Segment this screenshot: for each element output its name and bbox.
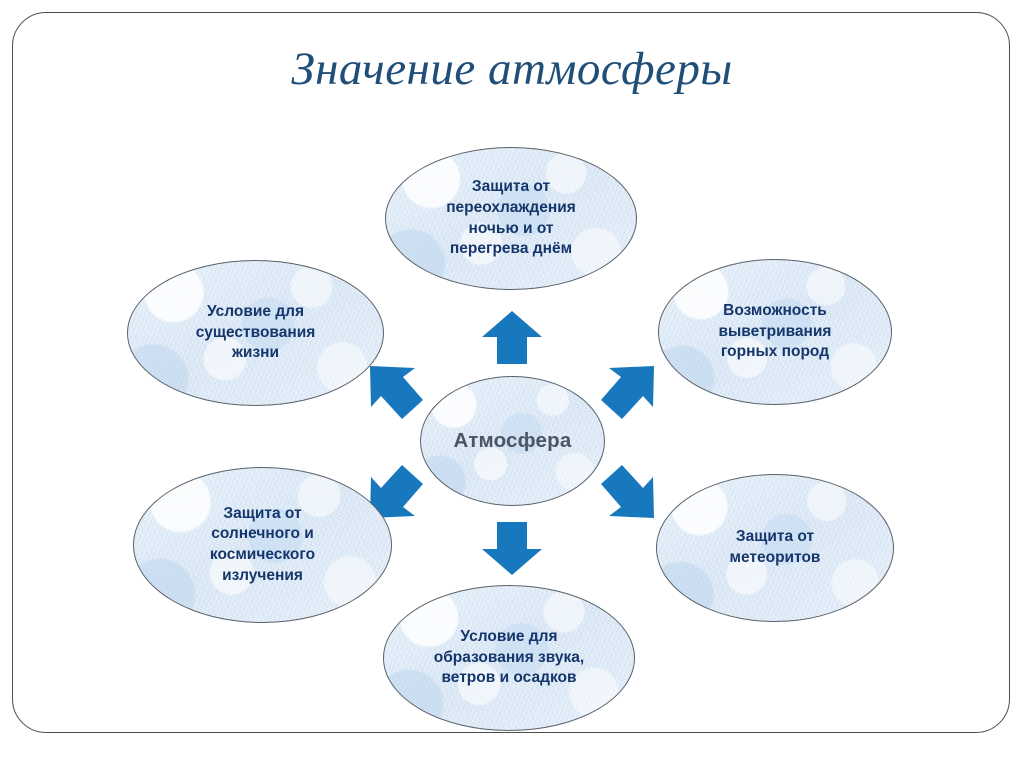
node-protection-radiation[interactable]: Защита от солнечного и космического излу…	[133, 467, 392, 623]
node-label: Возможность выветривания горных пород	[718, 302, 832, 361]
page-title: Значение атмосферы	[291, 43, 733, 95]
node-label: Защита от метеоритов	[729, 528, 821, 566]
arrow-down-left-icon	[366, 461, 424, 521]
node-protection-temperature[interactable]: Защита от переохлаждения ночью и от пере…	[385, 147, 637, 290]
node-protection-meteorites[interactable]: Защита от метеоритов	[656, 474, 894, 622]
node-sound-wind-precipitation[interactable]: Условие для образования звука, ветров и …	[383, 585, 635, 731]
node-center-label: Атмосфера	[453, 429, 572, 453]
node-label: Условие для образования звука, ветров и …	[433, 628, 585, 687]
node-condition-for-life[interactable]: Условие для существования жизни	[127, 260, 384, 406]
node-label: Условие для существования жизни	[195, 303, 316, 362]
node-weathering-of-rocks[interactable]: Возможность выветривания горных пород	[658, 259, 892, 405]
arrow-up-left-icon	[366, 363, 424, 423]
node-label: Защита от переохлаждения ночью и от пере…	[446, 178, 576, 258]
node-center-atmosphere[interactable]: Атмосфера	[420, 376, 605, 506]
node-label: Защита от солнечного и космического излу…	[209, 504, 316, 584]
arrow-down-right-icon	[600, 461, 658, 521]
arrow-up-icon	[481, 310, 543, 365]
arrow-up-right-icon	[600, 363, 658, 423]
arrow-down-icon	[481, 521, 543, 576]
